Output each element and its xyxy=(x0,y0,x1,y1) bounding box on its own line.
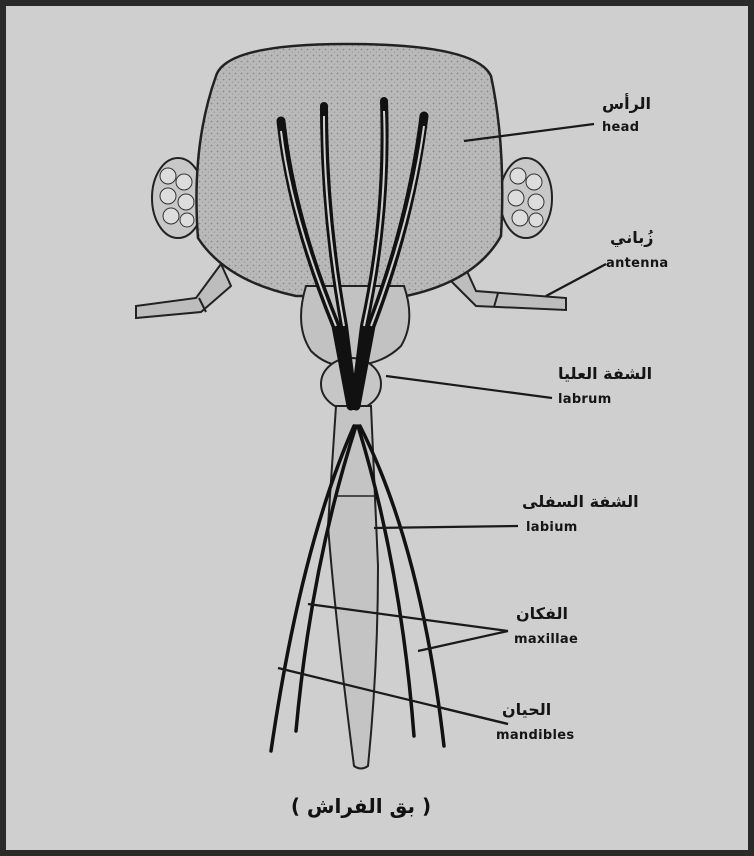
head-capsule xyxy=(196,44,502,296)
mandibles-label-ar: الحيان xyxy=(502,700,551,719)
right-eye xyxy=(500,158,552,238)
labium-label-ar: الشفة السفلى xyxy=(522,492,639,511)
mandibles-label-en: mandibles xyxy=(496,728,574,743)
head-label-en: head xyxy=(602,120,639,135)
labium-label-en: labium xyxy=(526,520,578,535)
head-label-ar: الرأس xyxy=(602,94,651,113)
figure-caption: ( بق الفراش ) xyxy=(256,794,466,818)
labrum-bulb xyxy=(301,286,409,366)
maxillae-label-ar: الفكان xyxy=(516,604,568,623)
figure-panel: الرأس head زُباني antenna الشفة العليا l… xyxy=(6,6,748,850)
labrum-label-ar: الشفة العليا xyxy=(558,364,652,383)
left-antenna xyxy=(136,264,231,318)
antenna-label-ar: زُباني xyxy=(610,228,653,247)
maxillae-label-en: maxillae xyxy=(514,632,578,647)
labrum-label-en: labrum xyxy=(558,392,612,407)
labium-sheath xyxy=(328,406,378,769)
antenna-label-en: antenna xyxy=(606,256,668,271)
